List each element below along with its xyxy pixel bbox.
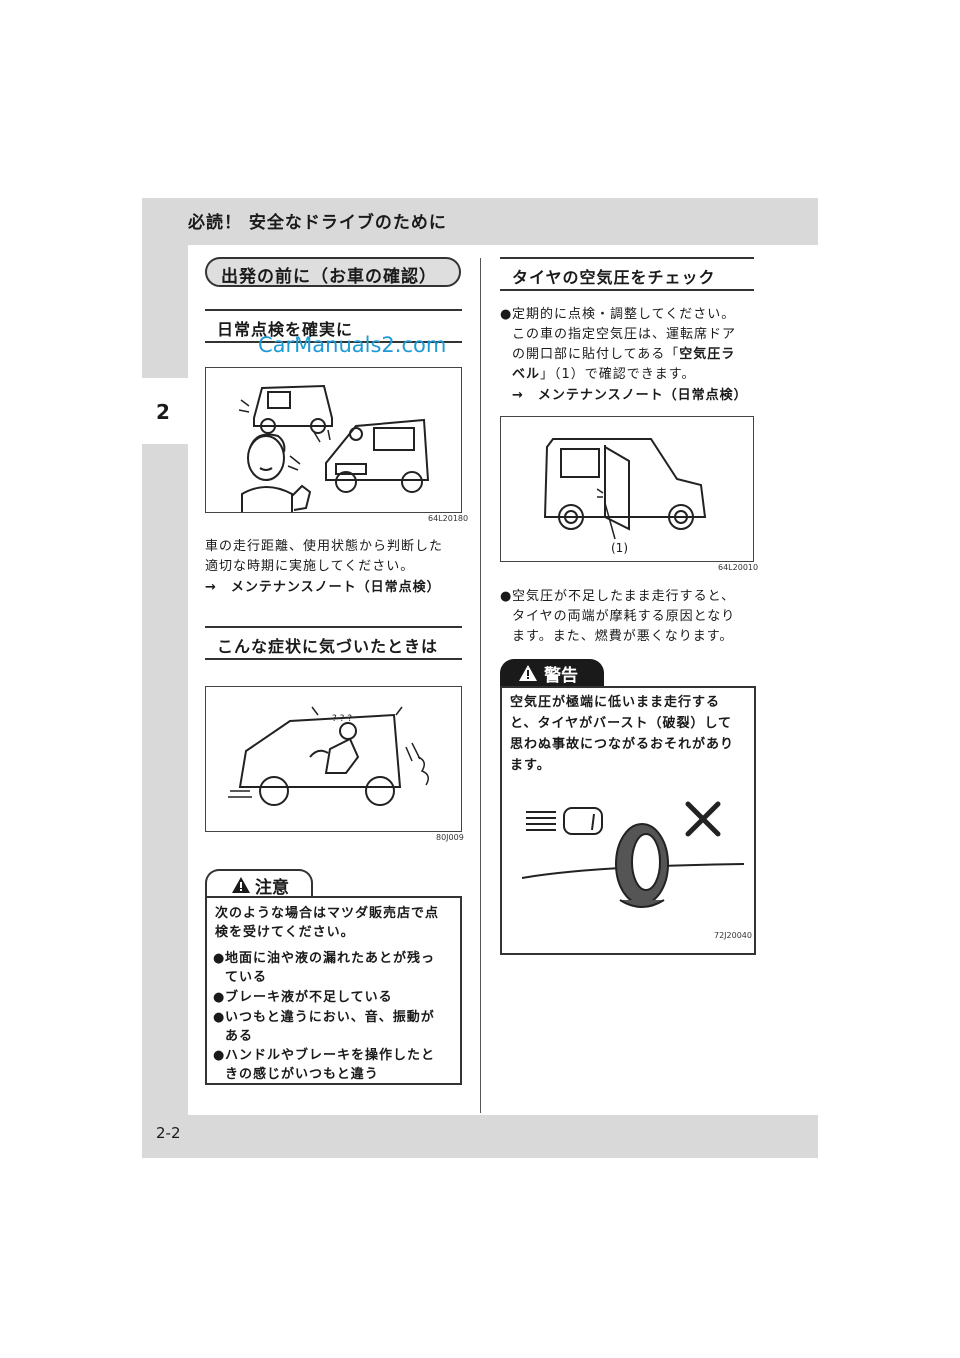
page-header-title: 必読！ 安全なドライブのために — [188, 213, 447, 233]
daily-check-line-1: 車の走行距離、使用状態から判断した — [205, 539, 444, 554]
symptoms-heading-box: こんな症状に気づいたときは — [205, 626, 462, 660]
section-title-pill: 出発の前に（お車の確認） — [205, 257, 461, 287]
door-label-callout: (1) — [611, 541, 628, 555]
warning-triangle-icon — [232, 877, 250, 893]
daily-check-reference: → メンテナンスノート（日常点検） — [205, 580, 441, 595]
warning-triangle-icon — [519, 665, 537, 681]
flat-tire-drawing — [521, 801, 745, 908]
warning-text: 空気圧が極端に低いまま走行する と、タイヤがバースト（破裂）して 思わぬ事故につ… — [510, 692, 748, 776]
tire-bullet-1-line-4: ベル」（1）で確認できます。 — [512, 365, 696, 385]
warning-line-3: 思わぬ事故につながるおそれがあり — [510, 737, 735, 752]
daily-check-heading: 日常点検を確実に — [217, 320, 354, 339]
chapter-tab — [142, 378, 188, 444]
symptoms-figure-code: 80J009 — [436, 833, 464, 842]
warning-label-tab: 警告 — [500, 659, 604, 687]
tire-bullet-1-glyph: ● — [500, 307, 513, 322]
column-divider — [480, 258, 481, 1113]
tire-bullet-1-line-4-text: 」（1）で確認できます。 — [540, 367, 696, 382]
flat-tire-figure-code: 72J20040 — [714, 931, 752, 940]
watermark: CarManuals2.com — [258, 333, 447, 357]
door-label-figure-code: 64L20010 — [718, 563, 759, 572]
warning-line-4: ます。 — [510, 758, 551, 773]
warning-box: 空気圧が極端に低いまま走行する と、タイヤがバースト（破裂）して 思わぬ事故につ… — [500, 686, 756, 955]
daily-check-line-2: 適切な時期に実施してください。 — [205, 559, 415, 574]
warning-line-2: と、タイヤがバースト（破裂）して — [510, 716, 733, 731]
caution-bullet-glyph: ● — [213, 1048, 226, 1063]
svg-text:? ? ?: ? ? ? — [332, 714, 352, 724]
tire-bullet-2-line-2: タイヤの両端が摩耗する原因となり — [512, 609, 736, 624]
tire-bullet-2-line-3: ます。また、燃費が悪くなります。 — [512, 629, 734, 644]
caution-item-4-line-2: きの感じがいつもと違う — [225, 1067, 379, 1082]
car-open-door-drawing — [543, 438, 707, 540]
chapter-number: 2 — [156, 400, 170, 424]
caution-label-tab: 注意 — [205, 869, 313, 898]
car-driver-drawing: ? ? ? — [228, 706, 429, 806]
tire-bullet-2-line-1: 空気圧が不足したまま走行すると、 — [512, 589, 736, 604]
daily-check-figure-code: 64L20180 — [428, 514, 469, 523]
caution-label: 注意 — [255, 878, 289, 898]
cross-mark-icon — [685, 801, 721, 837]
caution-intro-line-1: 次のような場合はマツダ販売店で点 — [215, 906, 440, 921]
daily-check-illustration — [205, 367, 462, 513]
caution-bullet-glyph: ● — [213, 1010, 226, 1025]
pressure-label-term-part-1: 空気圧ラ — [679, 347, 736, 362]
cars-and-man-drawing — [238, 384, 430, 512]
caution-item-3-line-1: いつもと違うにおい、音、振動が — [225, 1010, 435, 1025]
tire-pressure-heading: タイヤの空気圧をチェック — [512, 268, 716, 287]
warning-line-1: 空気圧が極端に低いまま走行する — [510, 695, 721, 710]
tire-reference: → メンテナンスノート（日常点検） — [512, 388, 748, 403]
caution-item-1-line-1: 地面に油や液の漏れたあとが残っ — [225, 951, 436, 966]
tire-bullet-1-line-3: の開口部に貼付してある「空気圧ラ — [512, 345, 735, 365]
tire-bullet-2-glyph: ● — [500, 589, 513, 604]
caution-item-2-line-1: ブレーキ液が不足している — [225, 990, 393, 1005]
tire-pressure-heading-box: タイヤの空気圧をチェック — [500, 257, 754, 291]
caution-bullet-glyph: ● — [213, 990, 226, 1005]
daily-check-heading-box: 日常点検を確実に — [205, 309, 462, 343]
pressure-label-term-part-2: ベル — [512, 367, 541, 382]
tire-bullet-1-line-1: 定期的に点検・調整してください。 — [512, 307, 736, 322]
tire-bullet-1-line-3-text: の開口部に貼付してある「 — [512, 347, 680, 362]
caution-item-3-line-2: ある — [225, 1029, 254, 1044]
caution-intro-line-2: 検を受けてください。 — [215, 925, 355, 940]
section-title: 出発の前に（お車の確認） — [221, 267, 437, 287]
caution-bullet-glyph: ● — [213, 951, 226, 966]
symptoms-heading: こんな症状に気づいたときは — [217, 637, 439, 656]
caution-item-1-line-2: ている — [225, 970, 268, 985]
door-label-illustration: (1) — [500, 416, 754, 562]
caution-item-4-line-1: ハンドルやブレーキを操作したと — [225, 1048, 436, 1063]
tire-bullet-1-line-2: この車の指定空気圧は、運転席ドア — [512, 327, 737, 342]
symptoms-illustration: ? ? ? — [205, 686, 462, 832]
page-number: 2-2 — [156, 1124, 181, 1142]
warning-label: 警告 — [544, 666, 578, 686]
caution-box: 次のような場合はマツダ販売店で点 検を受けてください。 ● 地面に油や液の漏れた… — [205, 896, 462, 1085]
